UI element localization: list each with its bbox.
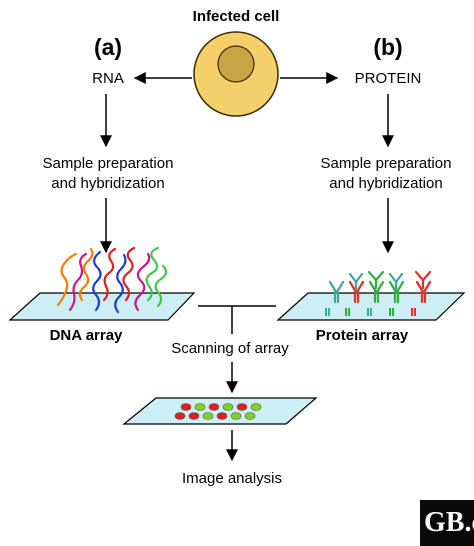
antibody-green [367,270,385,290]
antibody-red [414,270,432,290]
dna-strand [122,246,136,302]
spot [250,403,262,411]
antibody-teal [328,280,345,304]
scanned-array-slide [122,397,318,425]
antibody-red [348,280,365,304]
label-rna: RNA [92,70,124,87]
step-b-line2: and hybridization [329,175,443,192]
dna-strand [78,247,94,302]
spot [216,412,228,420]
dna-strand [102,247,117,302]
dna-strand [56,252,78,307]
corner-watermark: GB.c [420,500,474,546]
spot [208,403,220,411]
antibody-green [368,280,385,304]
spot [180,403,192,411]
spot [244,412,256,420]
protein-array-slide [276,270,466,321]
label-a: (a) [93,34,123,60]
spot [194,403,206,411]
scanning-label: Scanning of array [171,340,289,357]
step-b-line1: Sample preparation [320,155,452,172]
antibody-red [415,280,432,304]
spot [188,412,200,420]
dna-array-slide [8,246,196,321]
analysis-label: Image analysis [181,470,283,487]
spot [230,412,242,420]
spot [174,412,186,420]
protein-array-label: Protein array [315,327,409,344]
antibody-green [388,280,405,304]
label-protein: PROTEIN [354,70,422,87]
spot [202,412,214,420]
dna-strand [68,252,88,312]
dna-array-label: DNA array [49,327,123,344]
antibody-teal [388,272,404,292]
dna-strand [145,246,160,302]
dna-strand [114,253,127,314]
dna-strand [154,264,168,308]
step-a-line1: Sample preparation [42,155,174,172]
step-a-line2: and hybridization [51,175,165,192]
dna-strand [92,250,102,312]
infected-cell-icon [193,31,279,117]
dna-strand [134,252,151,312]
title-infected-cell: Infected cell [192,8,280,25]
label-b: (b) [373,34,403,60]
antibody-teal [348,272,364,292]
spot [222,403,234,411]
spot [236,403,248,411]
